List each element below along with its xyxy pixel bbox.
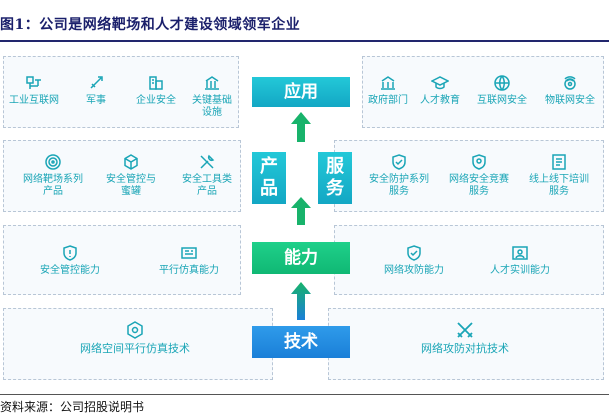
up-arrow-product-to-application [291,112,311,142]
training-doc-icon [552,154,566,170]
capability-right-panel [334,225,604,295]
source-note: 资料来源：公司招股说明书 [0,400,145,414]
capability-item-security-control: 安全管控能力 [30,244,110,277]
capability-item-parallel-sim: 平行仿真能力 [148,244,230,277]
capability-box: 能力 [252,242,350,274]
up-arrow-technology-to-capability [291,282,311,320]
service-item-training: 线上线下培训 服务 [520,153,598,198]
cube-icon [124,154,138,170]
app-item-talent-education: 人才教育 [410,74,470,107]
application-box: 应用 [252,77,350,107]
app-item-industrial-internet: 工业互联网 [4,74,64,107]
government-building-icon [381,76,395,90]
tools-icon [200,154,215,169]
service-item-protection: 安全防护系列 服务 [360,153,438,198]
service-item-competition: 网络安全竞赛 服务 [440,153,518,198]
service-box: 服务 [318,152,352,204]
missile-icon [90,76,103,89]
shield-check-icon [392,154,406,170]
hexagon-network-icon [127,321,143,339]
technology-item-parallel-sim: 网络空间平行仿真技术 [50,320,220,355]
shield-defense-icon [407,245,421,261]
app-item-critical-infrastructure: 关键基础 设施 [184,74,240,119]
product-item-range-series: 网络靶场系列 产品 [12,153,94,198]
technology-box: 技术 [252,326,350,358]
title-rule [0,40,609,42]
app-item-iot-security: 物联网安全 [538,74,602,107]
technology-left-panel [3,308,273,380]
app-item-military: 军事 [66,74,126,107]
product-box-label: 产品 [260,156,278,199]
app-item-government: 政府部门 [358,74,418,107]
shield-alert-icon [63,245,77,261]
infrastructure-building-icon [205,76,219,90]
up-arrow-capability-to-product [291,197,311,225]
capability-item-talent-training: 人才实训能力 [480,244,560,277]
graduation-cap-icon [431,76,449,90]
application-right-panel [362,56,604,128]
technology-item-attack-defense: 网络攻防对抗技术 [390,320,540,355]
product-item-honeypot: 安全管控与 蜜罐 [92,153,170,198]
factory-network-icon [26,76,41,89]
source-rule [0,394,609,395]
parallel-sim-icon [181,247,197,259]
technology-right-panel [328,308,604,380]
product-left-panel [3,140,241,212]
iot-icon [564,76,576,90]
product-item-security-tools: 安全工具类 产品 [170,153,244,198]
trophy-shield-icon [472,154,486,170]
app-item-enterprise-security: 企业安全 [126,74,186,107]
globe-icon [494,75,510,91]
user-card-icon [512,246,528,260]
product-box: 产品 [252,152,286,204]
capability-item-attack-defense: 网络攻防能力 [374,244,454,277]
figure-title: 图1：公司是网络靶场和人才建设领域领军企业 [0,17,301,33]
application-left-panel [3,56,239,128]
app-item-internet-security: 互联网安全 [470,74,534,107]
capability-left-panel [3,225,241,295]
service-box-label: 服务 [326,156,344,199]
enterprise-building-icon [149,76,163,90]
crossed-swords-icon [457,322,473,338]
target-icon [45,154,61,170]
service-right-panel [334,140,604,212]
